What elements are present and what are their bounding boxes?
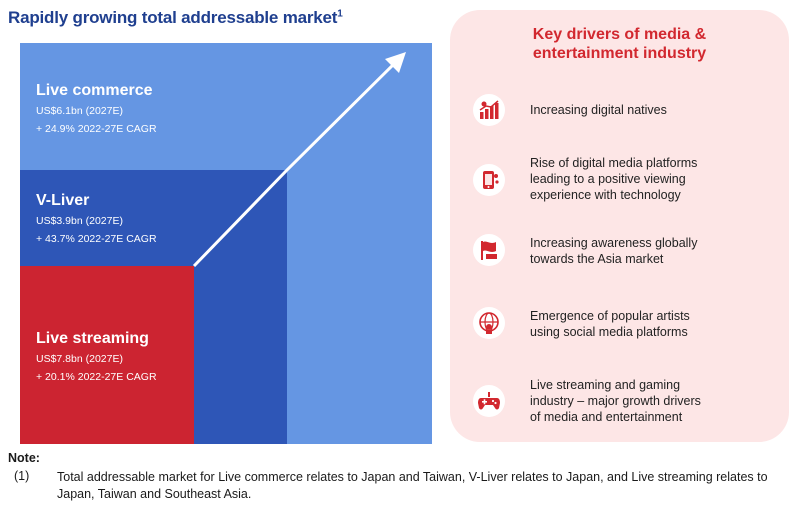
key-drivers-panel: Key drivers of media & entertainment ind… bbox=[450, 10, 789, 442]
live-commerce-size: US$6.1bn (2027E) bbox=[36, 105, 123, 117]
live-streaming-size: US$7.8bn (2027E) bbox=[36, 353, 123, 365]
v-liver-size: US$3.9bn (2027E) bbox=[36, 215, 123, 227]
driver-line: experience with technology bbox=[530, 188, 681, 202]
live-commerce-cagr: + 24.9% 2022-27E CAGR bbox=[36, 122, 157, 135]
page-title: Rapidly growing total addressable market… bbox=[8, 8, 343, 28]
key-drivers-title: Key drivers of media & entertainment ind… bbox=[450, 25, 789, 63]
page-title-text: Rapidly growing total addressable market bbox=[8, 8, 338, 27]
tam-diagram: Live commerce US$6.1bn (2027E) + 24.9% 2… bbox=[20, 43, 432, 444]
footnote-mark: 1 bbox=[337, 8, 343, 20]
driver-line: Emergence of popular artists bbox=[530, 309, 690, 323]
driver-item: Increasing awareness globally towards th… bbox=[468, 232, 778, 280]
v-liver-label: V-Liver US$3.9bn (2027E) + 43.7% 2022-27… bbox=[36, 192, 157, 244]
driver-item: Rise of digital media platforms leading … bbox=[468, 155, 778, 206]
growth-chart-icon bbox=[473, 94, 505, 126]
driver-line: Increasing digital natives bbox=[530, 103, 667, 117]
driver-item: Live streaming and gaming industry – maj… bbox=[468, 377, 778, 427]
driver-item: Increasing digital natives bbox=[468, 92, 778, 140]
key-drivers-title-line2: entertainment industry bbox=[532, 45, 707, 62]
driver-line: of media and entertainment bbox=[530, 410, 683, 424]
driver-text: Increasing awareness globally towards th… bbox=[530, 235, 775, 267]
growth-arrow-icon bbox=[192, 52, 406, 268]
live-commerce-name: Live commerce bbox=[36, 82, 153, 99]
v-liver-cagr: + 43.7% 2022-27E CAGR bbox=[36, 232, 157, 245]
live-streaming-label: Live streaming US$7.8bn (2027E) + 20.1% … bbox=[36, 330, 157, 382]
driver-text: Live streaming and gaming industry – maj… bbox=[530, 377, 775, 425]
live-commerce-label: Live commerce US$6.1bn (2027E) + 24.9% 2… bbox=[36, 82, 157, 134]
flag-icon bbox=[473, 234, 505, 266]
mobile-platform-icon bbox=[473, 164, 505, 196]
driver-line: industry – major growth drivers bbox=[530, 394, 701, 408]
driver-line: Rise of digital media platforms bbox=[530, 156, 698, 170]
note-number: (1) bbox=[14, 469, 30, 483]
driver-line: using social media platforms bbox=[530, 325, 688, 339]
gamepad-icon bbox=[473, 385, 505, 417]
driver-line: Live streaming and gaming bbox=[530, 378, 681, 392]
driver-text: Emergence of popular artists using socia… bbox=[530, 308, 775, 340]
driver-text: Increasing digital natives bbox=[530, 102, 775, 118]
driver-line: towards the Asia market bbox=[530, 252, 664, 266]
v-liver-name: V-Liver bbox=[36, 192, 90, 209]
live-streaming-cagr: + 20.1% 2022-27E CAGR bbox=[36, 370, 157, 383]
key-drivers-title-line1: Key drivers of media & bbox=[532, 26, 707, 43]
driver-line: Increasing awareness globally bbox=[530, 236, 698, 250]
driver-text: Rise of digital media platforms leading … bbox=[530, 155, 775, 203]
driver-line: leading to a positive viewing bbox=[530, 172, 686, 186]
live-streaming-name: Live streaming bbox=[36, 330, 149, 347]
globe-artist-icon bbox=[473, 307, 505, 339]
note-label: Note: bbox=[8, 451, 40, 465]
live-streaming-block bbox=[20, 266, 194, 444]
driver-item: Emergence of popular artists using socia… bbox=[468, 305, 778, 353]
note-text: Total addressable market for Live commer… bbox=[57, 470, 768, 501]
